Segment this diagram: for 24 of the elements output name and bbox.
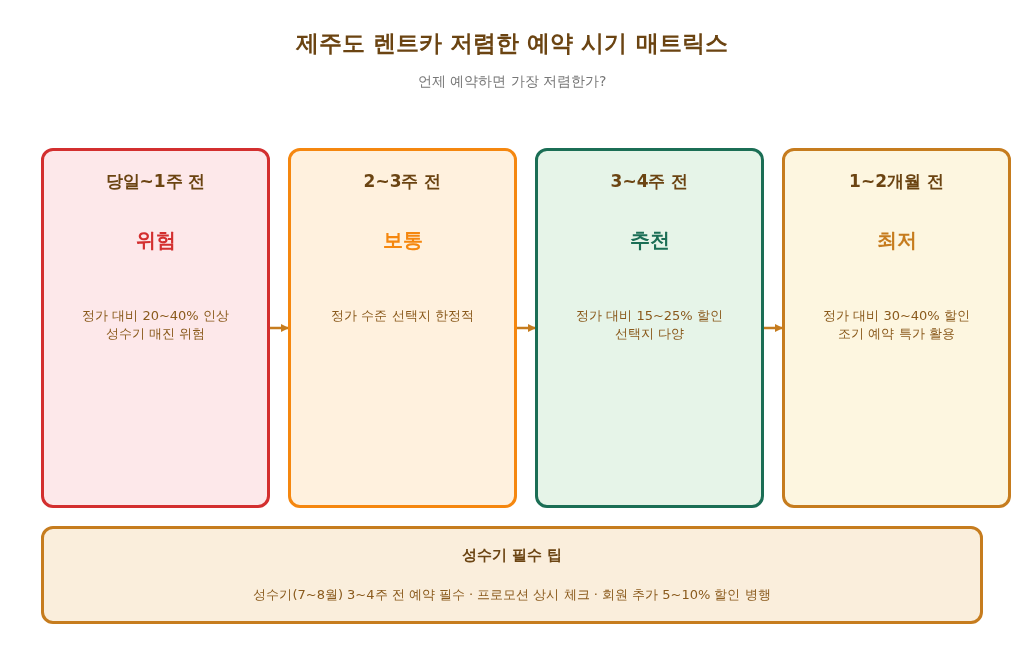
card-heading: 1~2개월 전 [849, 170, 944, 193]
card-heading: 3~4주 전 [610, 170, 689, 193]
timing-card [41, 148, 270, 508]
tip-heading: 성수기 필수 팁 [461, 545, 563, 566]
subtitle: 언제 예약하면 가장 저렴한가? [417, 72, 607, 91]
arrow [764, 324, 783, 332]
status-label: 보통 [382, 226, 423, 254]
timing-card [535, 148, 764, 508]
card-heading: 2~3주 전 [363, 170, 442, 193]
card-description: 정가 대비 15~25% 할인 선택지 다양 [575, 306, 724, 343]
tip-text: 성수기(7~8월) 3~4주 전 예약 필수 · 프로모션 상시 체크 · 회원 추가 5~10% 할인 병행 [252, 585, 772, 604]
timing-card [288, 148, 517, 508]
status-label: 최저 [876, 226, 917, 254]
card-heading: 당일~1주 전 [105, 170, 206, 193]
status-label: 추천 [629, 226, 670, 254]
arrow [270, 324, 289, 332]
card-description: 정가 수준 선택지 한정적 [330, 306, 475, 325]
card-description: 정가 대비 30~40% 할인 조기 예약 특가 활용 [822, 306, 971, 343]
timing-card [782, 148, 1011, 508]
tip-box [41, 526, 983, 624]
title: 제주도 렌트카 저렴한 예약 시기 매트릭스 [296, 29, 728, 58]
arrow [517, 324, 536, 332]
card-description: 정가 대비 20~40% 인상 성수기 매진 위험 [81, 306, 230, 343]
status-label: 위험 [135, 226, 176, 254]
